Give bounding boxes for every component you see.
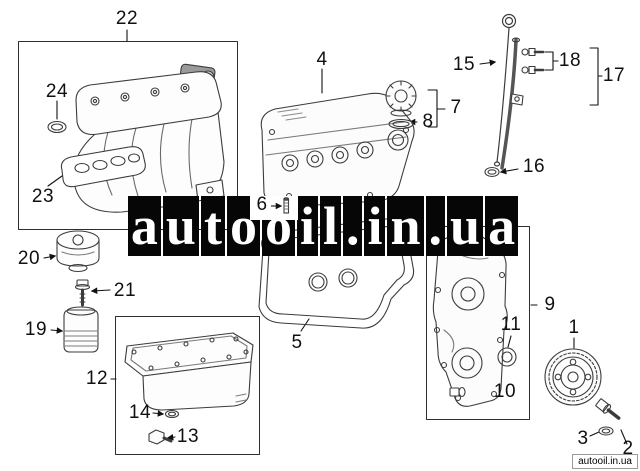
- stud-drawing: [283, 197, 290, 214]
- watermark-char: a: [485, 196, 519, 256]
- oil-pan-frame: [115, 316, 260, 455]
- intake-manifold-drawing: [72, 63, 225, 213]
- tube-bolts-drawing: [521, 47, 545, 75]
- oil-dipstick-drawing: [493, 13, 517, 167]
- dipstick-tube-drawing: [500, 37, 524, 170]
- pulley-bolt-drawing: [595, 398, 621, 420]
- crank-seal-drawing: [497, 347, 517, 367]
- filler-cap-gasket-drawing: [388, 118, 414, 130]
- callout-24: 24: [45, 81, 69, 102]
- leader-21: [90, 287, 111, 295]
- watermark-char: .: [425, 196, 446, 256]
- leader-2: [620, 429, 628, 445]
- callout-21: 21: [113, 280, 137, 301]
- callout-15: 15: [452, 54, 476, 75]
- oil-cooler-drawing: [56, 230, 100, 273]
- leader-19: [50, 327, 64, 334]
- callout-14: 14: [128, 402, 152, 423]
- watermark-char: .: [342, 196, 363, 256]
- callout-4: 4: [316, 49, 328, 70]
- callout-7: 7: [450, 97, 462, 118]
- bracket-18: [544, 51, 559, 71]
- leader-23: [47, 175, 63, 187]
- callout-19: 19: [24, 319, 48, 340]
- leader-14: [152, 410, 165, 417]
- leader-15: [479, 59, 497, 66]
- callout-23: 23: [31, 186, 55, 207]
- bracket-17: [589, 47, 603, 106]
- callout-3: 3: [577, 428, 589, 449]
- leader-3: [589, 431, 600, 437]
- timing-bolt-drawing: [449, 386, 466, 398]
- watermark-char: i: [364, 196, 386, 256]
- cooler-bolt-drawing: [74, 279, 91, 307]
- watermark-gap: [250, 196, 298, 220]
- callout-5: 5: [291, 332, 303, 353]
- leader-11: [507, 335, 512, 348]
- callout-12: 12: [85, 368, 109, 389]
- oil-filter-drawing: [63, 306, 99, 353]
- stud-callout-group: [250, 196, 298, 220]
- callout-10: 10: [493, 381, 517, 402]
- drain-plug-drawing: [148, 429, 173, 445]
- callout-1: 1: [568, 317, 580, 338]
- crankshaft-pulley-drawing: [544, 348, 602, 406]
- callout-9: 9: [544, 294, 556, 315]
- callout-13: 13: [176, 426, 200, 447]
- footer-watermark: autooil.in.ua: [572, 454, 638, 469]
- leader-20: [43, 253, 57, 261]
- watermark-char: u: [162, 196, 199, 256]
- oil-pan-drawing: [124, 332, 254, 411]
- callout-2: 2: [622, 438, 634, 459]
- callout-18: 18: [558, 50, 582, 71]
- watermark-char: i: [296, 196, 318, 256]
- callout-11: 11: [500, 314, 522, 335]
- pulley-washer-drawing: [598, 426, 614, 436]
- watermark-char: u: [447, 196, 484, 256]
- manifold-seal-drawing: [47, 120, 67, 134]
- callout-17: 17: [602, 65, 626, 86]
- callout-8: 8: [422, 111, 434, 132]
- callout-22: 22: [115, 8, 139, 29]
- callout-16: 16: [522, 156, 546, 177]
- leader-16: [499, 167, 519, 175]
- watermark-char: a: [127, 196, 161, 256]
- bracket-7: [427, 89, 446, 128]
- watermark-char: n: [387, 196, 424, 256]
- oil-filler-cap-drawing: [385, 80, 417, 117]
- watermark-char: t: [200, 196, 225, 256]
- callout-6: 6: [256, 194, 268, 215]
- leader-13: [166, 433, 176, 441]
- dipstick-oring-drawing: [484, 166, 500, 178]
- callout-20: 20: [17, 248, 41, 269]
- manifold-gasket-drawing: [60, 146, 146, 188]
- watermark-char: l: [319, 196, 341, 256]
- drain-washer-drawing: [164, 409, 180, 419]
